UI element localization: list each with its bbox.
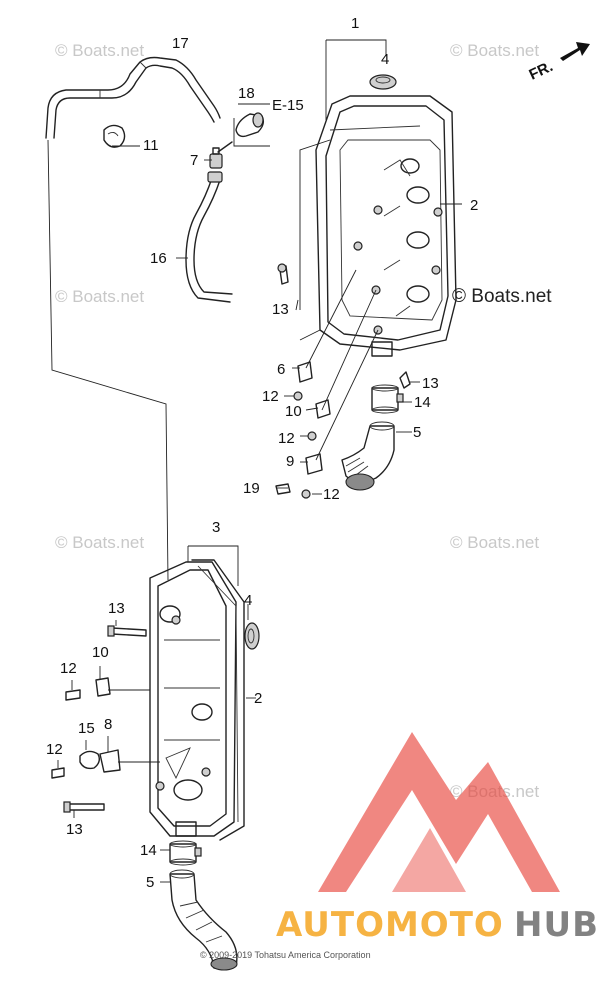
automotohub-logo: AUTOMOTO HUB bbox=[276, 732, 599, 945]
callout-13: 13 bbox=[272, 301, 289, 318]
watermark-main: © Boats.net bbox=[452, 286, 552, 307]
watermark: © Boats.net bbox=[55, 41, 144, 60]
callout-12: 12 bbox=[262, 388, 279, 405]
hose-18 bbox=[217, 112, 265, 153]
callout-2: 2 bbox=[254, 690, 262, 707]
hose-clip-11 bbox=[103, 124, 126, 148]
hose-5-top bbox=[341, 421, 395, 491]
front-label: FR. bbox=[527, 58, 556, 84]
callout-1: 1 bbox=[351, 15, 359, 32]
cylinder-head-cover-top bbox=[315, 95, 457, 357]
top-leader-lines bbox=[112, 39, 462, 495]
arrow-icon bbox=[560, 42, 590, 61]
callout-4: 4 bbox=[244, 592, 252, 609]
callout-7: 7 bbox=[190, 152, 198, 169]
callout-18: 18 bbox=[238, 85, 255, 102]
callout-3: 3 bbox=[212, 519, 220, 536]
bottom-small-hardware bbox=[51, 625, 147, 813]
logo-text-left: AUTOMOTO bbox=[276, 905, 504, 945]
watermark: © Boats.net bbox=[55, 287, 144, 306]
callout-9: 9 bbox=[286, 453, 294, 470]
callout-17: 17 bbox=[172, 35, 189, 52]
hose-5-bottom bbox=[169, 869, 238, 971]
copyright-notice: © 2009-2019 Tohatsu America Corporation bbox=[200, 950, 371, 960]
callout-8: 8 bbox=[104, 716, 112, 733]
callout-12: 12 bbox=[278, 430, 295, 447]
callout-12: 12 bbox=[323, 486, 340, 503]
watermark-layer: © Boats.net © Boats.net © Boats.net © Bo… bbox=[55, 41, 552, 801]
callout-14: 14 bbox=[140, 842, 157, 859]
callout-10: 10 bbox=[285, 403, 302, 420]
grommet-4-bottom bbox=[244, 622, 260, 650]
hose-16 bbox=[185, 171, 233, 303]
callout-2: 2 bbox=[470, 197, 478, 214]
callout-16: 16 bbox=[150, 250, 167, 267]
callout-19: 19 bbox=[243, 480, 260, 497]
callout-10: 10 bbox=[92, 644, 109, 661]
reference-e15: E-15 bbox=[272, 97, 304, 114]
callout-6: 6 bbox=[277, 361, 285, 378]
logo-text-right: HUB bbox=[514, 905, 599, 945]
callout-13: 13 bbox=[66, 821, 83, 838]
clamp-14-top bbox=[371, 384, 404, 414]
callout-13: 13 bbox=[422, 375, 439, 392]
logo-inner-triangle-icon bbox=[392, 828, 466, 892]
watermark: © Boats.net bbox=[450, 533, 539, 552]
callout-11: 11 bbox=[143, 137, 159, 154]
reference-line bbox=[47, 139, 169, 581]
callout-5: 5 bbox=[413, 424, 421, 441]
cylinder-head-cover-bottom bbox=[149, 559, 245, 841]
grommet-4-top bbox=[369, 74, 397, 90]
clamp-14-bottom bbox=[169, 840, 202, 866]
watermark: © Boats.net bbox=[450, 41, 539, 60]
callout-15: 15 bbox=[78, 720, 95, 737]
logo-mark-icon bbox=[318, 732, 560, 892]
bottom-callouts: 3 4 2 13 10 12 15 8 12 13 14 5 bbox=[46, 519, 262, 891]
callout-14: 14 bbox=[414, 394, 431, 411]
top-callouts: 1 4 2 17 11 18 E-15 7 16 13 6 12 10 12 9… bbox=[143, 15, 478, 503]
callout-12: 12 bbox=[60, 660, 77, 677]
callout-12: 12 bbox=[46, 741, 63, 758]
breather-hose-17 bbox=[45, 56, 221, 139]
callout-13: 13 bbox=[108, 600, 125, 617]
bottom-leader-lines bbox=[57, 545, 256, 883]
callout-5: 5 bbox=[146, 874, 154, 891]
callout-4: 4 bbox=[381, 51, 389, 68]
watermark: © Boats.net bbox=[55, 533, 144, 552]
